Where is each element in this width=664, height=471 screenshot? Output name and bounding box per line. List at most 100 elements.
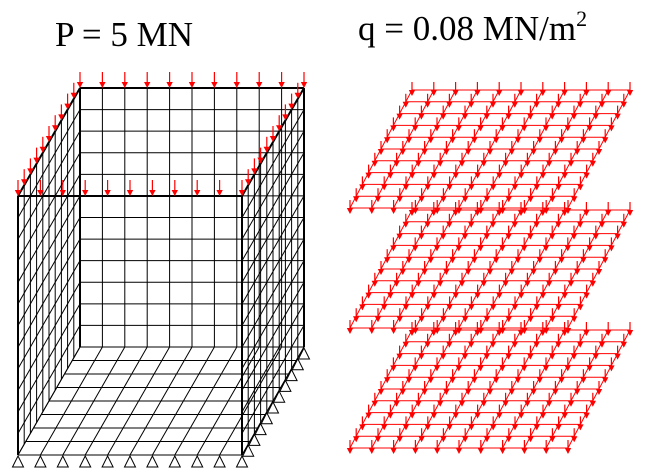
- load-arrow-head: [589, 280, 596, 287]
- load-arrow-head: [396, 196, 403, 203]
- left-wall-mesh: [17, 174, 81, 283]
- load-arrow-head: [517, 210, 525, 216]
- load-arrow-head: [489, 221, 497, 228]
- load-arrow-head: [455, 448, 463, 454]
- load-arrow-head: [586, 125, 593, 132]
- load-arrow-head: [455, 245, 462, 252]
- load-arrow-head: [483, 196, 491, 203]
- load-arrow-head: [505, 113, 512, 120]
- load-arrow-head: [371, 400, 378, 407]
- load-arrow-head: [405, 377, 413, 384]
- load-arrow-head: [353, 436, 360, 443]
- load-arrow-head: [390, 448, 397, 454]
- load-arrow-head: [521, 125, 528, 132]
- load-arrow-head: [452, 330, 459, 336]
- load-arrow-head: [474, 292, 481, 299]
- load-arrow-head: [365, 172, 372, 179]
- load-arrow-head: [387, 412, 394, 419]
- load-arrow-head: [533, 184, 540, 191]
- load-arrow-head: [536, 137, 543, 144]
- load-arrow-head: [489, 341, 497, 348]
- load-arrow-head: [502, 280, 509, 287]
- load-arrow-head: [570, 233, 578, 240]
- right-wall-mesh: [241, 174, 305, 283]
- load-arrow-head: [433, 125, 441, 132]
- load-arrow-head: [393, 400, 400, 407]
- load-arrow-head: [166, 82, 173, 88]
- load-arrow-head: [490, 424, 497, 431]
- pin-support-icon: [248, 433, 261, 446]
- load-arrow-head: [583, 292, 590, 299]
- load-arrow-head: [412, 448, 419, 454]
- distributed-load-label: q = 0.08 MN/m2: [358, 6, 587, 48]
- load-arrow-head: [555, 341, 562, 348]
- load-arrow-head: [555, 184, 562, 191]
- load-arrow-head: [368, 208, 375, 214]
- load-arrow-head: [402, 304, 410, 311]
- load-arrow-head: [282, 114, 289, 121]
- load-arrow-head: [549, 436, 556, 443]
- load-arrow-head: [583, 172, 590, 179]
- load-arrow-head: [418, 436, 425, 443]
- load-arrow-head: [374, 196, 382, 203]
- load-arrow-head: [446, 341, 453, 348]
- load-arrow-head: [437, 280, 444, 287]
- pin-support-icon: [168, 454, 182, 468]
- left-wall-mesh: [17, 152, 81, 261]
- load-arrow-head: [608, 245, 615, 252]
- load-arrow-head: [499, 448, 506, 454]
- load-arrow-head: [396, 113, 403, 120]
- load-arrow-head: [583, 210, 590, 216]
- load-arrow-head: [580, 137, 587, 144]
- load-arrow-head: [561, 172, 568, 179]
- load-arrow-head: [402, 221, 409, 228]
- load-arrow-head: [418, 233, 425, 240]
- load-arrow-head: [384, 377, 391, 384]
- load-arrow-head: [555, 221, 562, 228]
- load-arrow-head: [486, 269, 494, 275]
- load-arrow-head: [536, 377, 543, 384]
- right-wall-mesh: [241, 325, 305, 434]
- load-arrow-head: [452, 292, 459, 299]
- load-arrow-head: [443, 269, 450, 275]
- load-arrow-head: [533, 424, 540, 431]
- load-arrow-head: [598, 341, 606, 348]
- load-arrow-head: [496, 330, 503, 336]
- left-wall-mesh: [17, 195, 81, 305]
- pin-support-icon: [285, 368, 298, 382]
- load-arrow-head: [374, 316, 382, 323]
- load-arrow-head: [602, 137, 609, 144]
- distributed-load-exponent: 2: [576, 6, 587, 31]
- load-arrow-head: [171, 190, 178, 196]
- load-arrow-head: [421, 389, 428, 395]
- load-arrow-head: [471, 137, 478, 144]
- load-arrow-head: [449, 377, 456, 384]
- load-arrow-head: [45, 136, 53, 142]
- load-arrow-head: [546, 280, 553, 287]
- load-arrow-head: [511, 304, 519, 311]
- load-arrow-head: [564, 125, 571, 132]
- load-arrow-head: [70, 92, 77, 99]
- load-arrow-head: [505, 436, 512, 443]
- load-arrow-head: [552, 269, 559, 275]
- load-arrow-head: [530, 389, 537, 395]
- pin-support-icon: [279, 379, 292, 392]
- load-arrow-head: [76, 82, 84, 88]
- load-arrow-head: [346, 328, 354, 334]
- load-arrow-head: [626, 90, 634, 96]
- load-arrow-head: [486, 389, 494, 395]
- load-arrow-head: [620, 341, 627, 348]
- load-arrow-head: [276, 125, 283, 132]
- load-arrow-head: [489, 101, 497, 108]
- pin-support-icon: [78, 454, 92, 468]
- load-arrow-head: [595, 269, 603, 275]
- load-arrow-head: [524, 160, 531, 167]
- load-arrow-head: [605, 90, 612, 96]
- load-arrow-head: [393, 280, 400, 287]
- load-arrow-head: [59, 190, 66, 196]
- load-arrow-head: [493, 257, 500, 264]
- load-arrow-head: [408, 210, 416, 216]
- load-arrow-head: [480, 400, 487, 407]
- load-arrow-head: [430, 210, 437, 216]
